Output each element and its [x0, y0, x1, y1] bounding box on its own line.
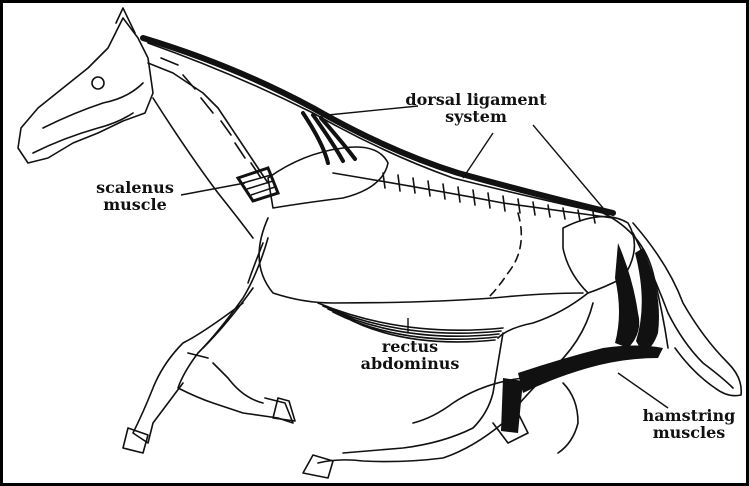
horse-skull-detail — [43, 83, 143, 128]
horse-jaw-detail — [33, 113, 133, 153]
hind-leg-outline — [318, 303, 593, 463]
label-rectus-abdominus: rectus abdominus — [355, 338, 465, 372]
label-rectus-line2: abdominus — [355, 355, 465, 372]
horse-neck-outline — [153, 98, 253, 238]
femur-outline — [498, 293, 588, 338]
label-rectus-line1: rectus — [355, 338, 465, 355]
horse-eye — [92, 77, 104, 89]
hamstring-muscle-2 — [635, 248, 659, 353]
label-hamstring-muscles: hamstring muscles — [639, 407, 739, 441]
leader-hamstring — [618, 373, 668, 408]
foreleg-bones — [188, 243, 263, 403]
label-scalenus-line2: muscle — [85, 196, 185, 213]
hind-leg-second — [558, 383, 578, 453]
label-hamstring-line2: muscles — [639, 424, 739, 441]
label-dorsal-ligament-system: dorsal ligament system — [391, 91, 561, 125]
label-hamstring-line1: hamstring — [639, 407, 739, 424]
leader-dorsal-2 — [463, 133, 493, 178]
foreleg-rear-outline — [133, 303, 243, 443]
hamstring-muscle-3 — [518, 346, 663, 394]
diaphragm-dashed-line — [488, 213, 521, 298]
hamstring-muscle-1 — [615, 243, 639, 348]
cervical-vertebrae — [148, 63, 268, 183]
ribcage-outline — [259, 218, 583, 303]
label-dorsal-line2: system — [391, 108, 561, 125]
hoof-hind — [303, 455, 333, 478]
foreleg-front-outline — [178, 238, 293, 423]
label-scalenus-muscle: scalenus muscle — [85, 179, 185, 213]
label-dorsal-line1: dorsal ligament — [391, 91, 561, 108]
hamstring-muscle-4 — [501, 378, 523, 433]
horse-anatomy-illustration — [3, 3, 746, 483]
leader-scalenus — [181, 183, 245, 195]
label-scalenus-line1: scalenus — [85, 179, 185, 196]
